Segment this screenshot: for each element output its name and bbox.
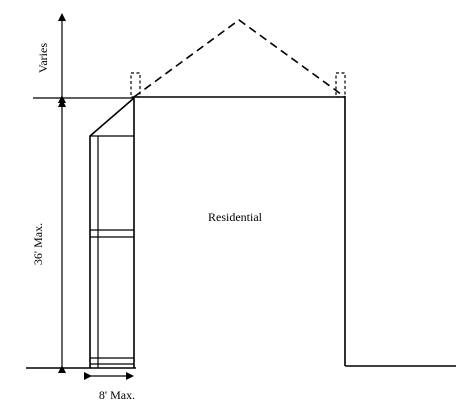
max-width-label: 8' Max. — [99, 388, 135, 402]
accessory-structure — [89, 97, 135, 368]
max-height-label: 36' Max. — [31, 223, 45, 265]
residential-building-outline — [133, 96, 346, 368]
roof-outline-dashed — [133, 19, 346, 98]
chimney-right — [335, 72, 346, 98]
varies-label: Varies — [36, 43, 50, 73]
residential-label: Residential — [208, 210, 263, 224]
